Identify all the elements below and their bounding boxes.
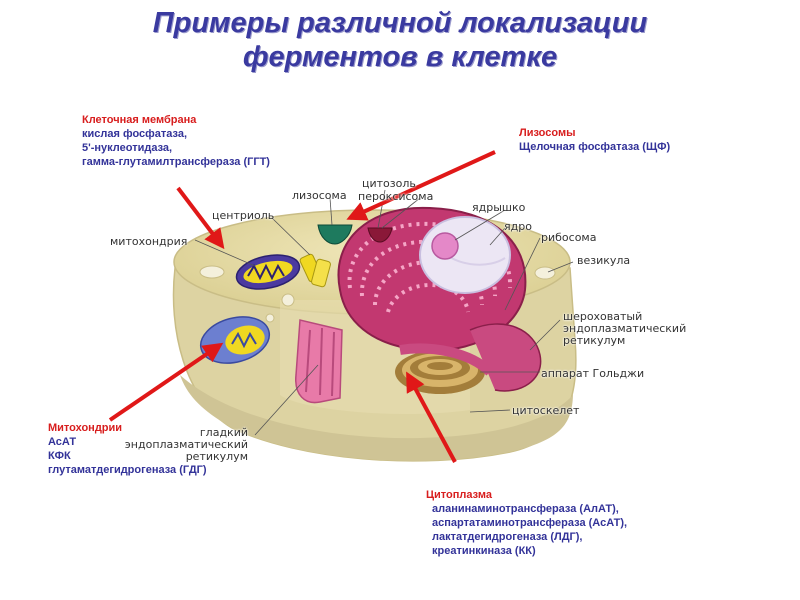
arrow-lysosome (346, 150, 496, 221)
nucleus (337, 206, 527, 352)
arrow-cytoplasm (406, 371, 457, 463)
arrow-membrane (176, 186, 225, 250)
label-mitochondrion: митохондрия (110, 235, 188, 248)
label-vesicle: везикула (577, 254, 631, 267)
mitochondria-heading: Митохондрии (48, 422, 123, 434)
cytoplasm-heading: Цитоплазма (426, 489, 492, 501)
label-peroxisome: пероксисома (358, 190, 434, 203)
label-cytosol: цитозоль (362, 177, 416, 190)
rough-er (399, 323, 542, 392)
mitochondria-enzyme-2: КФК (48, 450, 71, 462)
cytoplasm-enzyme-1: аланинаминотрансфераза (АлАТ), (432, 503, 619, 515)
red-arrows (108, 150, 496, 463)
label-cytoskeleton: цитоскелет (512, 404, 580, 417)
page-title: Примеры различной локализации ферментов … (0, 6, 800, 74)
centriole (299, 253, 331, 288)
lysosome-enzyme-1: Щелочная фосфатаза (ЩФ) (519, 141, 671, 153)
mitochondria-enzyme-1: АсАТ (48, 436, 77, 448)
cytoplasm-enzymes: Цитоплазма аланинаминотрансфераза (АлАТ)… (426, 488, 627, 558)
label-golgi: аппарат Гольджи (541, 367, 645, 380)
arrow-mitochondria (108, 342, 224, 422)
membrane-enzyme-1: кислая фосфатаза, (82, 128, 188, 140)
mitochondrion-upper (235, 254, 301, 290)
membrane-heading: Клеточная мембрана (82, 114, 197, 126)
lysosome-enzymes: Лизосомы Щелочная фосфатаза (ЩФ) (519, 126, 670, 154)
cytoplasm-enzyme-2: аспартатаминотрансфераза (АсАТ), (432, 517, 628, 529)
title-line-1: Примеры различной локализации (152, 7, 648, 39)
smooth-er (295, 319, 343, 404)
cytoplasm-enzyme-4: креатинкиназа (КК) (432, 545, 536, 557)
membrane-enzyme-2: 5'-нуклеотидаза, (82, 142, 173, 154)
mitochondria-enzyme-3: глутаматдегидрогеназа (ГДГ) (48, 464, 207, 476)
cytoplasm-enzyme-3: лактатдегидрогеназа (ЛДГ), (432, 531, 583, 543)
label-rough-er: шероховатый эндоплазматический ретикулум (563, 310, 687, 347)
mitochondria-enzymes: Митохондрии АсАТ КФК глутаматдегидрогена… (48, 421, 207, 477)
lysosome-heading: Лизосомы (519, 127, 576, 139)
vesicles (199, 265, 556, 323)
label-nucleus: ядро (504, 220, 532, 233)
title-line-2: ферментов в клетке (242, 41, 558, 73)
label-centriole: центриоль (212, 209, 275, 222)
membrane-enzymes: Клеточная мембрана кислая фосфатаза, 5'-… (82, 113, 270, 169)
lysosome (317, 224, 353, 245)
label-smooth-er: гладкий эндоплазматический ретикулум (124, 426, 248, 463)
membrane-enzyme-3: гамма-глутамилтрансфераза (ГГТ) (82, 156, 270, 168)
label-lysosome: лизосома (292, 189, 347, 202)
label-nucleolus: ядрышко (472, 201, 526, 214)
peroxisome (367, 227, 393, 243)
label-ribosome: рибосома (541, 231, 597, 244)
label-leader-lines (194, 189, 574, 436)
